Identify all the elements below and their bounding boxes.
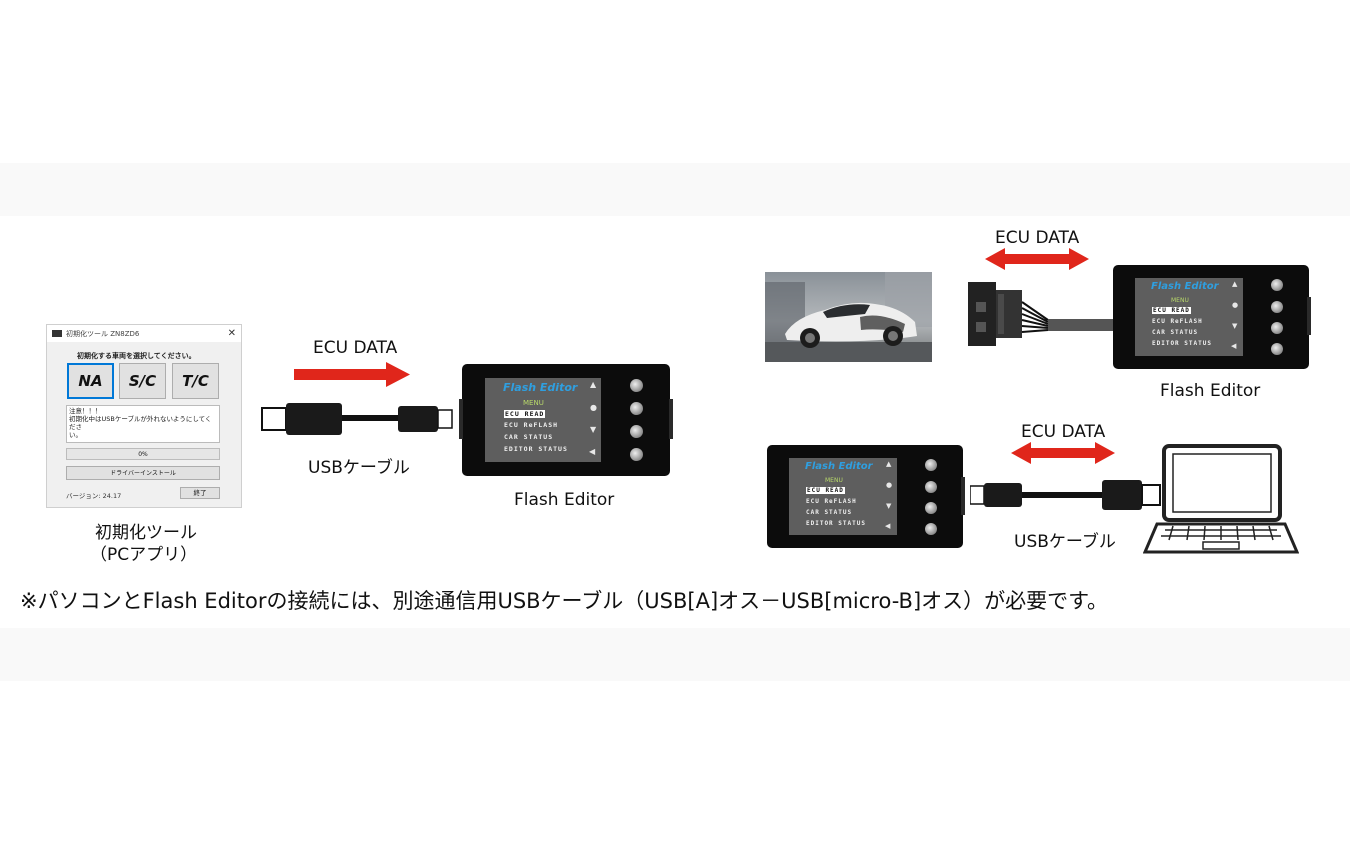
up-arrow-icon: ▲ xyxy=(886,460,892,468)
device-button[interactable] xyxy=(630,402,643,415)
ecu-data-arrow-both-top xyxy=(985,248,1089,270)
close-icon[interactable]: ✕ xyxy=(227,328,236,339)
device-button[interactable] xyxy=(1271,322,1283,334)
ecu-data-label-top: ECU DATA xyxy=(995,228,1080,248)
dot-icon: ● xyxy=(886,481,893,489)
screen-title: Flash Editor xyxy=(1151,281,1219,292)
warning-line: い。 xyxy=(69,431,82,439)
car-photo xyxy=(765,272,932,362)
menu-item-car-status: CAR STATUS xyxy=(806,509,853,516)
screen-title: Flash Editor xyxy=(503,381,578,394)
device-button[interactable] xyxy=(630,425,643,438)
tc-button[interactable]: T/C xyxy=(172,363,219,399)
up-arrow-icon: ▲ xyxy=(1232,280,1238,288)
screen-menu: MENU xyxy=(825,477,843,484)
usb-cable-left xyxy=(261,403,453,435)
down-arrow-icon: ▼ xyxy=(886,502,892,510)
screen-menu: MENU xyxy=(523,399,544,407)
warning-line: 注意！！！ xyxy=(69,407,102,415)
flash-editor-device: Flash Editor MENU ECU READ ECU ReFLASH C… xyxy=(459,364,673,476)
driver-install-button[interactable]: ドライバーインストール xyxy=(66,466,220,480)
device-button[interactable] xyxy=(1271,343,1283,355)
usb-cable-label: USBケーブル xyxy=(308,458,410,478)
device-side-tab xyxy=(961,477,965,515)
device-side-tab xyxy=(1307,297,1311,335)
progress-bar: 0% xyxy=(66,448,220,460)
screen-menu: MENU xyxy=(1171,297,1189,304)
usb-cable-label-right: USBケーブル xyxy=(1014,532,1116,552)
ecu-data-label-bottom: ECU DATA xyxy=(1021,422,1106,442)
device-button[interactable] xyxy=(925,523,937,535)
ecu-connector-harness xyxy=(968,282,1116,346)
device-button[interactable] xyxy=(1271,279,1283,291)
down-arrow-icon: ▼ xyxy=(590,425,597,434)
ecu-data-arrow-both-bottom xyxy=(1011,442,1115,464)
menu-item-editor-status: EDITOR STATUS xyxy=(504,445,568,453)
menu-item-ecu-read: ECU READ xyxy=(1152,307,1191,314)
footnote: ※パソコンとFlash Editorの接続には、別途通信用USBケーブル（USB… xyxy=(20,589,1109,613)
usb-cable-right xyxy=(970,480,1161,510)
menu-item-ecu-reflash: ECU ReFLASH xyxy=(504,421,559,429)
na-button[interactable]: NA xyxy=(67,363,114,399)
device-side-tab xyxy=(459,399,463,439)
menu-item-ecu-read: ECU READ xyxy=(504,410,546,418)
progress-text: 0% xyxy=(138,451,148,458)
menu-item-car-status: CAR STATUS xyxy=(504,433,554,441)
tool-caption-line1: 初期化ツール xyxy=(95,523,197,543)
init-tool-window: 初期化ツール ZN8ZD6 ✕ 初期化する車両を選択してください。 NA S/C… xyxy=(46,324,242,508)
version-label: バージョン: 24.17 xyxy=(66,492,122,500)
screen-title: Flash Editor xyxy=(805,461,873,472)
tool-caption-line2: （PCアプリ） xyxy=(90,545,198,565)
ecu-data-arrow-right xyxy=(294,362,410,387)
menu-item-ecu-read: ECU READ xyxy=(806,487,845,494)
flash-editor-device-top: Flash Editor MENU ECU READ ECU ReFLASH C… xyxy=(1113,265,1311,369)
device-screen: Flash Editor MENU ECU READ ECU ReFLASH C… xyxy=(1135,278,1243,356)
dot-icon: ● xyxy=(590,403,597,412)
device-button[interactable] xyxy=(630,379,643,392)
ecu-data-label: ECU DATA xyxy=(313,338,398,358)
device-screen: Flash Editor MENU ECU READ ECU ReFLASH C… xyxy=(485,378,601,462)
device-button[interactable] xyxy=(1271,301,1283,313)
left-arrow-icon: ◀ xyxy=(885,522,891,530)
menu-item-ecu-reflash: ECU ReFLASH xyxy=(806,498,857,505)
device-button[interactable] xyxy=(925,459,937,471)
menu-item-editor-status: EDITOR STATUS xyxy=(1152,340,1212,347)
menu-item-car-status: CAR STATUS xyxy=(1152,329,1199,336)
select-vehicle-prompt: 初期化する車両を選択してください。 xyxy=(77,352,196,360)
up-arrow-icon: ▲ xyxy=(590,380,597,389)
flash-editor-label-top: Flash Editor xyxy=(1160,381,1261,401)
top-band xyxy=(0,163,1350,216)
left-arrow-icon: ◀ xyxy=(589,447,596,456)
end-button[interactable]: 終了 xyxy=(180,487,220,499)
window-title: 初期化ツール ZN8ZD6 xyxy=(66,329,140,338)
window-titlebar: 初期化ツール ZN8ZD6 ✕ xyxy=(47,325,241,342)
flash-editor-label: Flash Editor xyxy=(514,490,615,510)
device-button[interactable] xyxy=(925,481,937,493)
laptop-icon xyxy=(1143,444,1299,554)
sc-button[interactable]: S/C xyxy=(119,363,166,399)
device-button[interactable] xyxy=(630,448,643,461)
left-arrow-icon: ◀ xyxy=(1231,342,1237,350)
bottom-band xyxy=(0,628,1350,681)
menu-item-editor-status: EDITOR STATUS xyxy=(806,520,866,527)
app-icon xyxy=(52,330,62,337)
flash-editor-device-bottom: Flash Editor MENU ECU READ ECU ReFLASH C… xyxy=(767,445,965,548)
dot-icon: ● xyxy=(1232,301,1239,309)
down-arrow-icon: ▼ xyxy=(1232,322,1238,330)
device-button[interactable] xyxy=(925,502,937,514)
device-screen: Flash Editor MENU ECU READ ECU ReFLASH C… xyxy=(789,458,897,535)
device-side-tab xyxy=(669,399,673,439)
warning-box: 注意！！！ 初期化中はUSBケーブルが外れないようにしてくださ い。 xyxy=(66,405,220,443)
menu-item-ecu-reflash: ECU ReFLASH xyxy=(1152,318,1203,325)
warning-line: 初期化中はUSBケーブルが外れないようにしてくださ xyxy=(69,415,212,431)
